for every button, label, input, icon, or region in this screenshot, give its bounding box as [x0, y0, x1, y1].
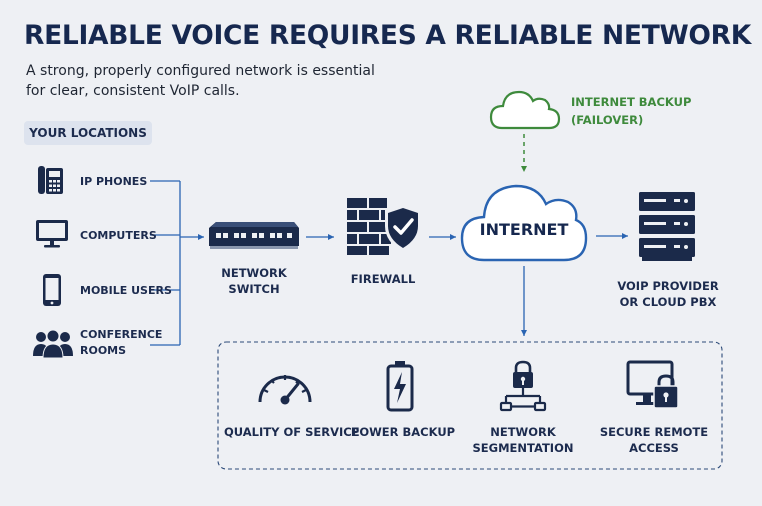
phone-icon — [38, 164, 64, 196]
feature-label-segmentation-2: SEGMENTATION — [472, 441, 574, 455]
group-icon — [33, 328, 73, 358]
battery-icon — [386, 360, 414, 412]
cloud-icon — [458, 170, 590, 266]
switch-icon — [208, 220, 300, 252]
page-title: RELIABLE VOICE REQUIRES A RELIABLE NETWO… — [24, 20, 751, 51]
server-icon — [638, 191, 696, 265]
features-box — [217, 341, 723, 470]
lock-network-icon — [499, 360, 547, 412]
internet-label: INTERNET — [479, 220, 569, 239]
backup-label-2: (FAILOVER) — [571, 113, 644, 127]
firewall-label: FIREWALL — [350, 272, 416, 286]
mobile-icon — [42, 273, 62, 307]
secure-monitor-icon — [626, 360, 682, 412]
device-label-computers: COMPUTERS — [80, 229, 157, 242]
subtitle-line-2: for clear, consistent VoIP calls. — [26, 83, 240, 99]
backup-cloud-icon — [488, 82, 562, 132]
switch-label-2: SWITCH — [228, 282, 280, 296]
feature-label-power-backup: POWER BACKUP — [350, 425, 456, 439]
device-label-conference-1: CONFERENCE — [80, 328, 163, 341]
provider-label-1: VOIP PROVIDER — [617, 279, 719, 293]
provider-label-2: OR CLOUD PBX — [619, 295, 717, 309]
backup-label-1: INTERNET BACKUP — [571, 95, 692, 109]
device-label-conference-2: ROOMS — [80, 344, 127, 357]
firewall-shield-icon — [345, 196, 425, 256]
feature-label-remote-2: ACCESS — [629, 441, 679, 455]
device-label-ip-phones: IP PHONES — [80, 175, 148, 188]
gauge-icon — [254, 362, 316, 408]
monitor-icon — [35, 219, 69, 249]
device-label-mobile-users: MOBILE USERS — [80, 284, 172, 297]
locations-tag: YOUR LOCATIONS — [24, 121, 152, 145]
subtitle-line-1: A strong, properly configured network is… — [26, 63, 375, 79]
feature-label-remote-1: SECURE REMOTE — [599, 425, 709, 439]
switch-label-1: NETWORK — [221, 266, 287, 280]
feature-label-qos: QUALITY OF SERVICE — [224, 425, 360, 439]
feature-label-segmentation-1: NETWORK — [490, 425, 556, 439]
